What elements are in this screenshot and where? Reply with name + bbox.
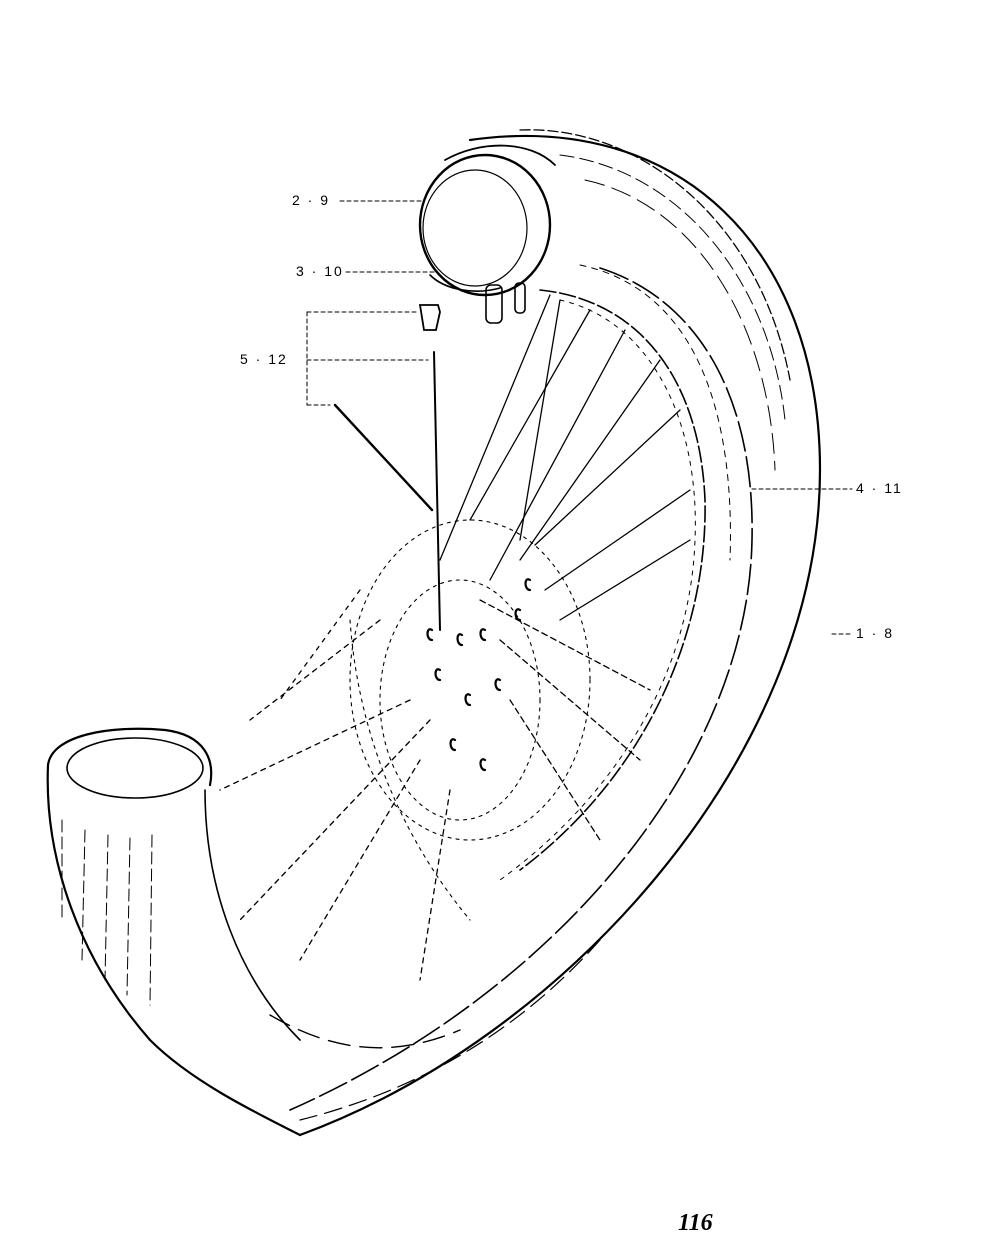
page-number: 116 [678,1210,713,1236]
callout-spoke: 5 · 12 [240,351,288,367]
rim [499,289,706,881]
callout-tube: 2 · 9 [292,192,331,208]
tire [46,129,822,1137]
callout-rim: 4 · 11 [856,480,903,496]
callout-rim-band: 3 · 10 [296,263,344,279]
loose-spoke [333,304,441,631]
tube-valve [429,274,526,324]
leader-lines [306,200,853,635]
hub [349,519,591,921]
hub-holes [426,578,532,772]
callout-tire: 1 · 8 [856,625,895,641]
spokes [219,294,691,981]
